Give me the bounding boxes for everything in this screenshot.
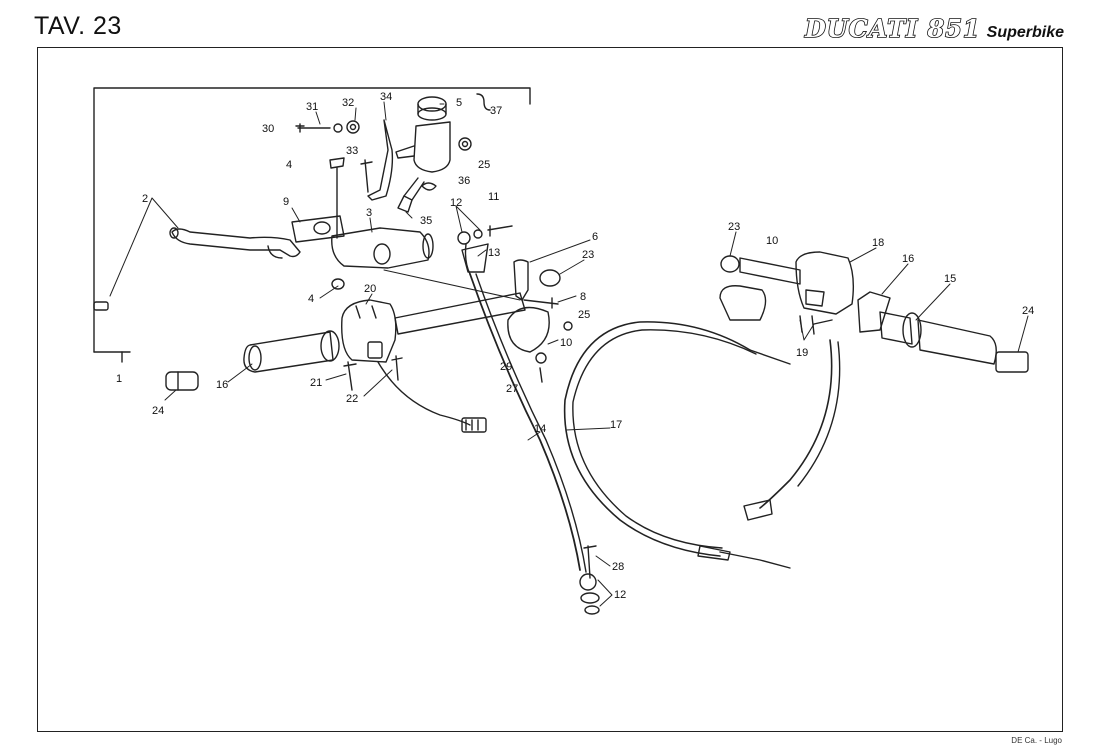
part-label: 10: [560, 337, 572, 349]
throttle-cable: [563, 321, 791, 569]
part-label: 23: [582, 249, 594, 261]
part-label: 24: [1022, 305, 1034, 317]
part-label: 34: [380, 91, 392, 103]
part-label: 27: [506, 383, 518, 395]
part-label: 2: [142, 193, 148, 205]
part-label: 21: [310, 377, 322, 389]
part-label: 9: [283, 196, 289, 208]
assembly-bracket-line: [93, 87, 531, 353]
part-label: 16: [902, 253, 914, 265]
part-label: 4: [308, 293, 314, 305]
brand-logo: DUCATI 851: [804, 13, 981, 44]
left-handlebar-grip: [243, 292, 526, 373]
part-label: 31: [306, 101, 318, 113]
part-label: 37: [490, 105, 502, 117]
bar-end-cap: [165, 371, 199, 391]
part-label: 8: [580, 291, 586, 303]
part-label: 29: [500, 361, 512, 373]
part-label: 24: [152, 405, 164, 417]
plate-number: TAV. 23: [34, 12, 122, 40]
part-label: 15: [944, 273, 956, 285]
part-label: 10: [766, 235, 778, 247]
part-label: 3: [366, 207, 372, 219]
right-throttle-grip: [719, 251, 1029, 373]
part-label: 18: [872, 237, 884, 249]
fluid-reservoir: [395, 96, 451, 173]
brand-subtitle: Superbike: [986, 24, 1064, 41]
part-label: 25: [478, 159, 490, 171]
part-label: 5: [456, 97, 462, 109]
clutch-cable: [743, 339, 841, 521]
part-label: 12: [614, 589, 626, 601]
part-label: 16: [216, 379, 228, 391]
part-label: 1: [116, 373, 122, 385]
part-label: 13: [488, 247, 500, 259]
part-label: 25: [578, 309, 590, 321]
part-label: 19: [796, 347, 808, 359]
brand-header: DUCATI 851 Superbike: [804, 13, 1064, 44]
part-label: 22: [346, 393, 358, 405]
part-label: 11: [488, 191, 499, 203]
part-label: 20: [364, 283, 376, 295]
part-label: 28: [612, 561, 624, 573]
part-label: 17: [610, 419, 622, 431]
brake-hose: [461, 243, 587, 573]
part-label: 4: [286, 159, 292, 171]
credit-text: DE Ca. - Lugo: [1011, 736, 1062, 745]
clutch-lever: [169, 227, 301, 259]
part-label: 35: [420, 215, 432, 227]
part-label: 33: [346, 145, 358, 157]
part-label: 30: [262, 123, 274, 135]
part-label: 14: [534, 423, 546, 435]
part-label: 36: [458, 175, 470, 187]
brake-master-cylinder: [331, 227, 434, 269]
part-label: 23: [728, 221, 740, 233]
part-label: 32: [342, 97, 354, 109]
part-label: 12: [450, 197, 462, 209]
part-label: 6: [592, 231, 598, 243]
switch-housing: [341, 299, 487, 433]
drawing-frame: [37, 47, 1063, 732]
